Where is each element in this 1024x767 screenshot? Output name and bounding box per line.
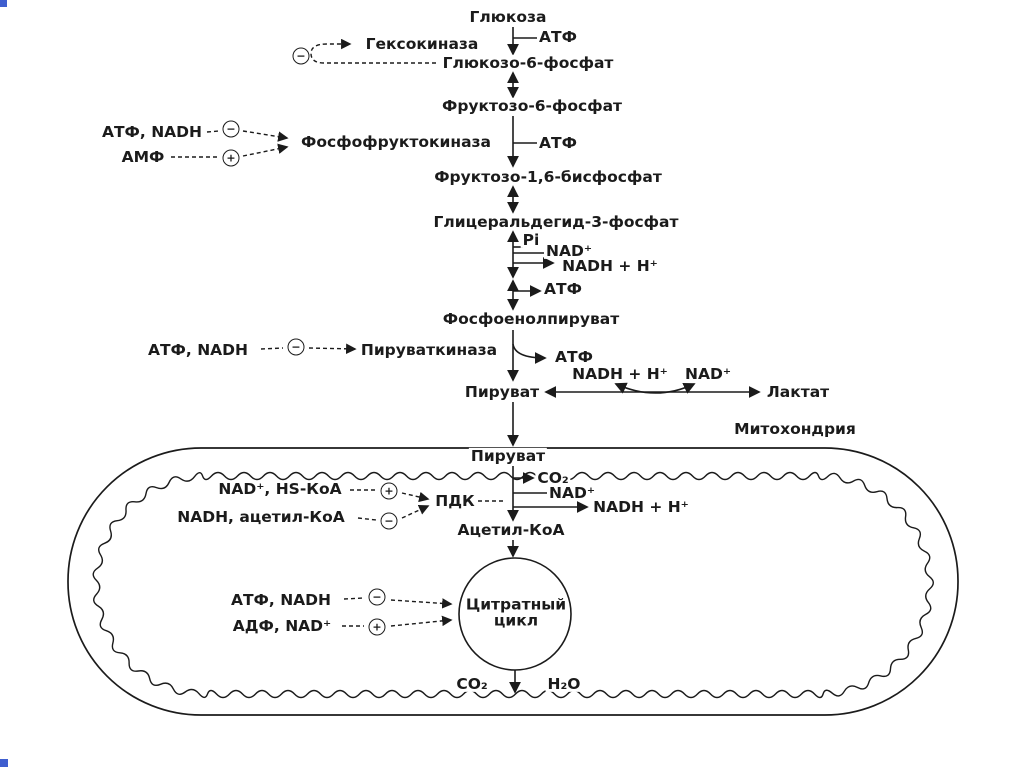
- corner-artifact-top-left: [0, 0, 7, 7]
- cofactor-atp-hexokinase: АТФ: [537, 27, 579, 46]
- corner-artifact-bottom-left: [0, 759, 8, 767]
- cofactor-nad-ldh: NAD⁺: [682, 364, 734, 383]
- node-acetyl-koa: Ацетил-КоА: [455, 520, 567, 539]
- inhibition-icon: −: [287, 338, 305, 356]
- mitochondria-label: Митохондрия: [732, 419, 858, 438]
- node-glucose-6-phosphate: Глюкозо-6-фосфат: [440, 53, 616, 72]
- cofactor-atp-pfk: АТФ: [537, 133, 579, 152]
- cofactor-nadh-pdh: NADH + H⁺: [591, 497, 691, 516]
- cofactor-co2-cc: CO₂: [454, 674, 490, 693]
- inhibition-icon: −: [380, 512, 398, 530]
- cofactor-h2o: H₂O: [545, 674, 583, 693]
- node-glyceraldehyde-3-phosphate: Глицеральдегид-3-фосфат: [431, 212, 681, 231]
- inhibition-icon: −: [222, 120, 240, 138]
- node-lactate: Лактат: [764, 382, 832, 401]
- inhibition-icon: −: [368, 588, 386, 606]
- node-pyruvate-mito: Пируват: [468, 446, 548, 465]
- cofactor-nad-pdh: NAD⁺: [546, 483, 598, 502]
- pathway-arrows: [507, 27, 761, 694]
- node-glucose: Глюкоза: [467, 7, 549, 26]
- enzyme-pdk: ПДК: [433, 491, 477, 510]
- cofactor-atp-pk: АТФ: [553, 347, 595, 366]
- node-fructose-6-phosphate: Фруктозо-6-фосфат: [439, 96, 625, 115]
- pk-inhibitors-label: АТФ, NADH: [145, 340, 251, 359]
- node-phosphoenolpyruvate: Фосфоенолпируват: [440, 309, 622, 328]
- activation-icon: +: [368, 618, 386, 636]
- activation-icon: +: [222, 149, 240, 167]
- pdk-inhibitors-label: NADH, ацетил-КоА: [175, 507, 347, 526]
- pfk-activator-label: АМФ: [119, 147, 167, 166]
- node-citrate-cycle: Цитратный цикл: [465, 595, 567, 630]
- pdk-activators-label: NAD⁺, HS-КоА: [216, 479, 344, 498]
- cofactor-nadh-gapdh: NADH + H⁺: [560, 256, 660, 275]
- enzyme-phosphofructokinase: Фосфофруктокиназа: [299, 132, 493, 151]
- activation-icon: +: [380, 482, 398, 500]
- node-pyruvate-cytosol: Пируват: [462, 382, 542, 401]
- cofactor-co2-pdh: CO₂: [535, 468, 571, 487]
- inhibition-icon: −: [292, 47, 310, 65]
- cofactor-atp-mid: АТФ: [542, 279, 584, 298]
- cc-activators-label: АДФ, NAD⁺: [230, 616, 334, 635]
- regulation-arrows: [171, 38, 504, 627]
- cofactor-pi: Pi: [520, 230, 542, 249]
- enzyme-hexokinase: Гексокиназа: [363, 34, 481, 53]
- node-fructose-16-bisphosphate: Фруктозо-1,6-бисфосфат: [432, 167, 664, 186]
- enzyme-pyruvate-kinase: Пируваткиназа: [358, 340, 500, 359]
- pfk-inhibitors-label: АТФ, NADH: [99, 122, 205, 141]
- cofactor-nadh-ldh: NADH + H⁺: [570, 364, 670, 383]
- cc-inhibitors-label: АТФ, NADH: [228, 590, 334, 609]
- cofactor-nad-gapdh: NAD⁺: [543, 241, 595, 260]
